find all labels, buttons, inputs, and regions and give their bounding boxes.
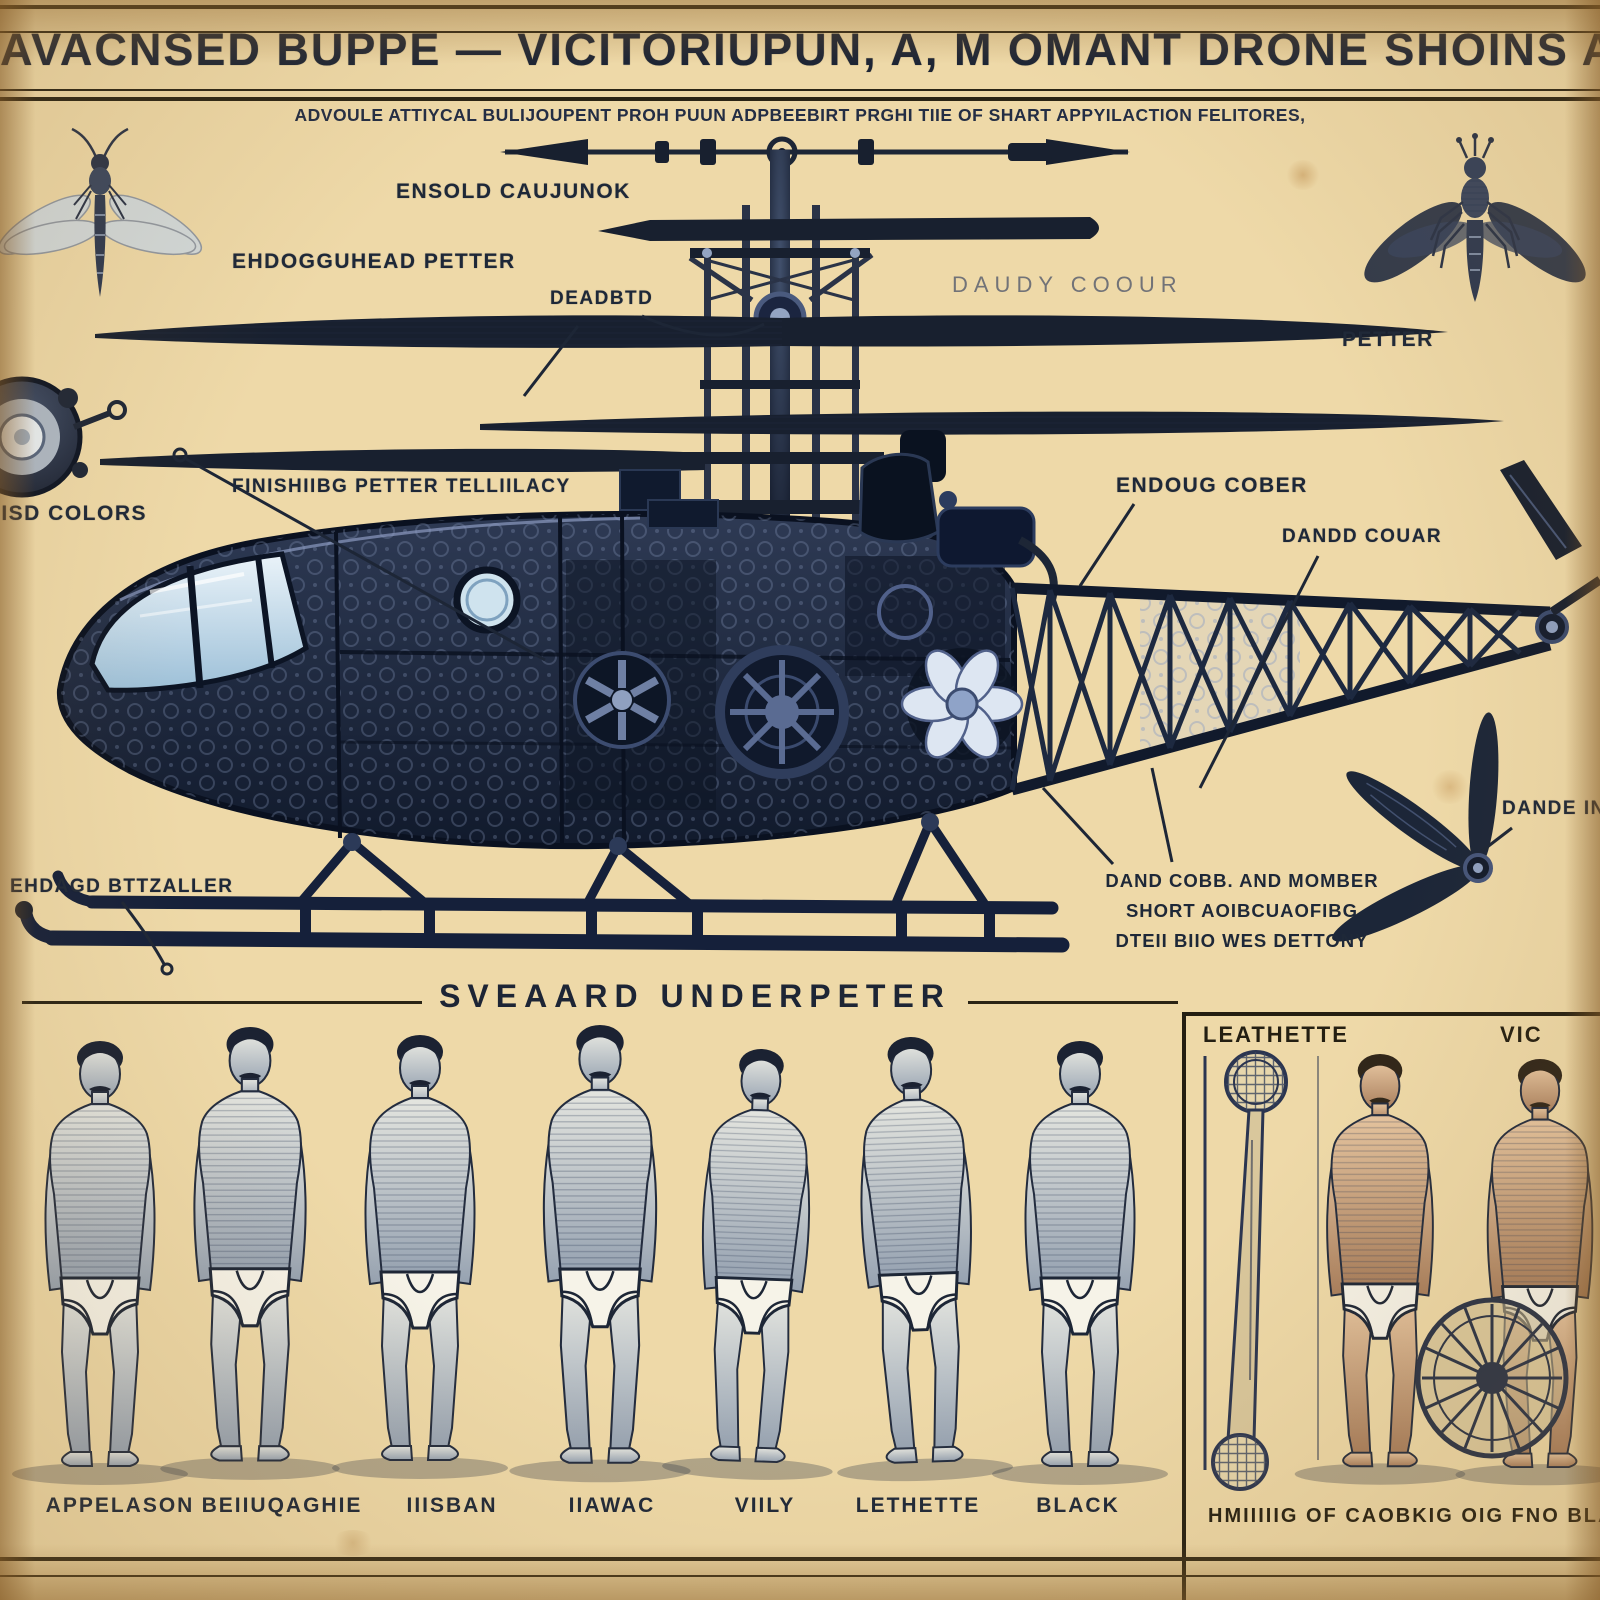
annotation-line: DAND COBB. AND MOMBER	[1105, 870, 1379, 891]
frame-line-title-bottom-1	[0, 89, 1600, 91]
pilot-seat	[858, 430, 946, 544]
label-ensold-caujunok: ENSOLD CAUJUNOK	[396, 180, 631, 203]
label-daudy-coour: DAUDY COOUR	[952, 272, 1183, 297]
camera-lens-icon	[0, 376, 127, 498]
tail-boom	[1009, 576, 1600, 796]
figure-label-iiisban: IIISBAN	[406, 1494, 498, 1517]
panel-header-vic: VIC	[1500, 1022, 1543, 1047]
frame-line-top-1	[0, 5, 1600, 9]
frame-line-bottom-2	[0, 1575, 1600, 1577]
annotation-block: DAND COBB. AND MOMBER SHORT AOIBCUAOFIBG…	[1092, 866, 1392, 956]
figure-label-iiawac: IIAWAC	[568, 1494, 656, 1517]
poster-title: AVACNSED BUPPE — VICITORIUPUN, A, M OMAN…	[0, 24, 1600, 75]
label-petter: PETTER	[1342, 328, 1434, 351]
heading-rule-right	[968, 1001, 1178, 1004]
label-finishing-petter: FINISHIIBG PETTER TELLIILACY	[232, 476, 571, 497]
label-dandd-couar: DANDD COUAR	[1282, 526, 1443, 547]
label-endoug-cober: ENDOUG COBER	[1116, 474, 1308, 497]
figure-label-lethette: LETHETTE	[855, 1494, 981, 1517]
poster-subtitle: ADVOULE ATTIYCAL BULIJOUPENT PROH PUUN A…	[294, 105, 1306, 125]
rosette-wheel	[715, 645, 849, 779]
section-heading: SVEAARD UNDERPETER	[439, 978, 951, 1014]
rotor-finial	[500, 136, 1130, 168]
figure-label-appelason: APPELASON	[45, 1494, 195, 1517]
label-dande-in: DANDE IN	[1502, 798, 1600, 819]
frame-line-bottom-1	[0, 1557, 1600, 1561]
measuring-rod-icon	[1203, 1050, 1319, 1491]
engine-fan	[573, 651, 671, 749]
fan-wheel-icon	[1415, 1297, 1569, 1459]
heading-rule-left	[22, 1001, 422, 1004]
underwear-figure-row	[10, 1023, 1170, 1487]
label-iisd-colors: IISD COLORS	[0, 502, 148, 525]
figure-label-viily: VIILY	[734, 1494, 796, 1517]
annotation-line: DTEII BIIO WES DETTONY	[1115, 930, 1369, 951]
dragonfly-icon	[0, 127, 203, 297]
figure-label-beiiuqaghie: BEIIUQAGHIE	[201, 1494, 363, 1517]
annotation-line: SHORT AOIBCUAOFIBG	[1125, 900, 1359, 921]
figure-label-black: BLACK	[1036, 1494, 1120, 1517]
porthole	[453, 566, 521, 634]
panel-header-leathette: LEATHETTE	[1203, 1022, 1349, 1047]
frame-line-title-bottom-2	[0, 97, 1600, 101]
label-ehdogguhead-petter: EHDOGGUHEAD PETTER	[232, 250, 516, 273]
label-ehdagd-bttzaller: EHDAGD BTTZALLER	[10, 876, 234, 897]
label-deadbtd: DEADBTD	[550, 288, 654, 309]
fly-icon	[1364, 133, 1586, 302]
panel-caption: HMIIIIIG OF CAOBKIG OIG FNO BLAUOTI	[1208, 1505, 1600, 1527]
